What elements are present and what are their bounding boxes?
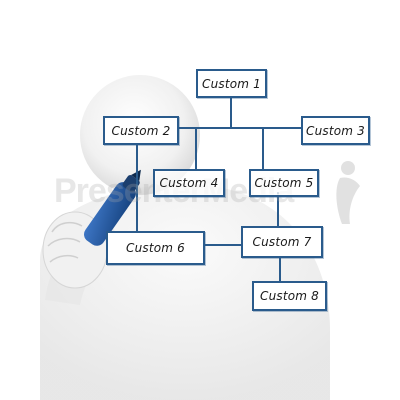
- node-custom-6: Custom 6: [106, 231, 205, 265]
- node-custom-2: Custom 2: [103, 116, 179, 145]
- marker-pen: [84, 169, 141, 246]
- node-label: Custom 6: [125, 241, 186, 255]
- node-custom-5: Custom 5: [249, 169, 319, 197]
- node-custom-1: Custom 1: [196, 69, 267, 98]
- node-label: Custom 8: [259, 289, 320, 303]
- node-label: Custom 3: [305, 123, 366, 138]
- node-label: Custom 7: [252, 235, 312, 249]
- node-label: Custom 1: [201, 76, 262, 91]
- node-label: Custom 2: [111, 123, 171, 138]
- node-custom-4: Custom 4: [153, 169, 225, 197]
- node-custom-8: Custom 8: [252, 281, 327, 311]
- node-label: Custom 4: [159, 176, 219, 190]
- node-custom-7: Custom 7: [241, 226, 323, 258]
- node-custom-3: Custom 3: [301, 116, 370, 145]
- node-label: Custom 5: [254, 176, 314, 190]
